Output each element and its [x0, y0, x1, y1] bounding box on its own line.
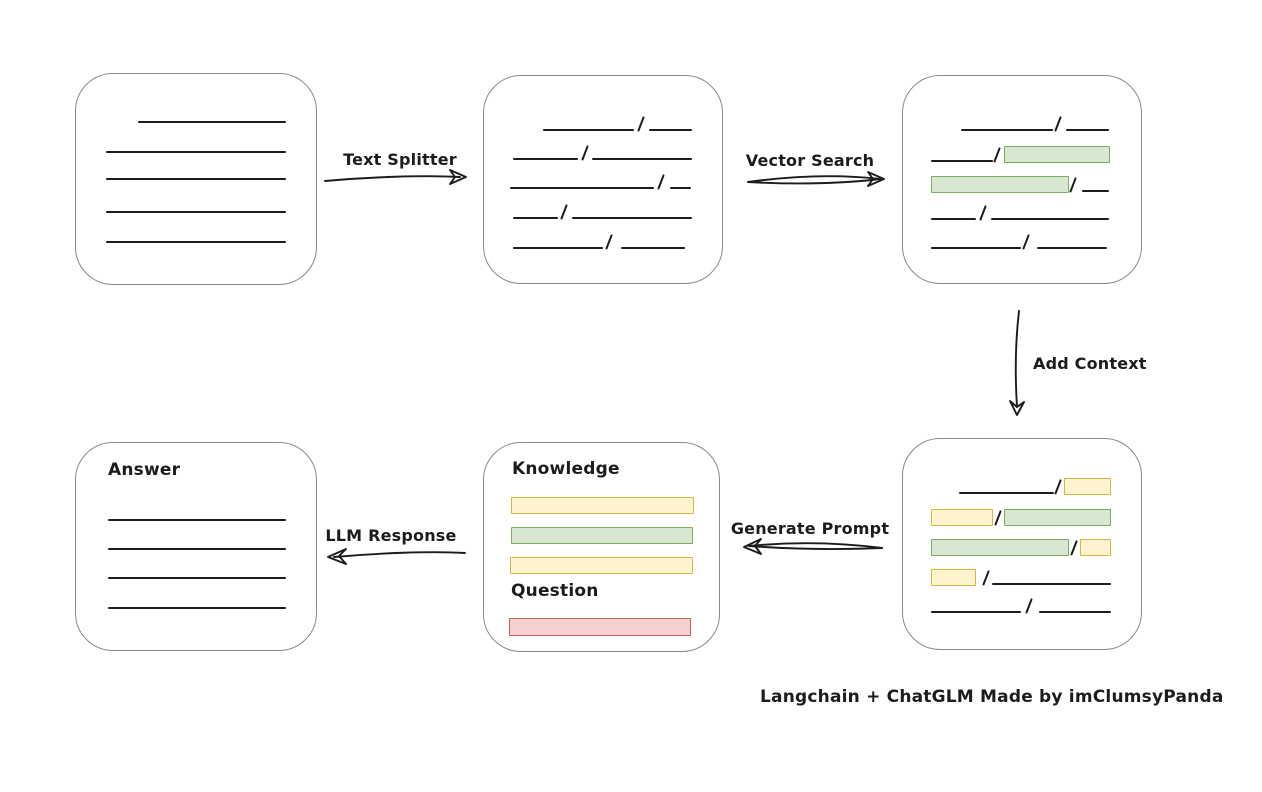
text-line	[992, 583, 1111, 585]
text-line	[108, 519, 286, 521]
text-line	[931, 218, 976, 220]
text-line	[108, 607, 286, 609]
knowledge-label: Knowledge	[512, 459, 620, 479]
text-line	[513, 158, 578, 160]
chunk-green	[1004, 146, 1110, 163]
split-mark	[1070, 540, 1078, 556]
split-mark	[605, 234, 613, 250]
text-line	[108, 577, 286, 579]
text-line	[106, 178, 286, 180]
chunk-green	[511, 527, 693, 544]
split-mark	[1054, 116, 1062, 132]
text-line	[1066, 129, 1109, 131]
split-mark	[979, 205, 987, 221]
text-line	[510, 187, 654, 189]
text-line	[572, 217, 692, 219]
split-mark	[993, 147, 1001, 163]
chunk-yellow	[931, 509, 993, 526]
split-mark	[1069, 177, 1077, 193]
text-line	[106, 151, 286, 153]
text-line	[108, 548, 286, 550]
vector-matched-box	[902, 75, 1142, 284]
document-box	[75, 73, 317, 285]
text-line	[991, 218, 1109, 220]
text-splitter-arrow	[324, 169, 467, 185]
prompt-box: Knowledge Question	[483, 442, 720, 652]
chunk-yellow	[931, 569, 976, 586]
chunk-green	[1004, 509, 1111, 526]
text-line	[931, 160, 993, 162]
text-line	[670, 187, 691, 189]
context-box	[902, 438, 1142, 650]
text-line	[931, 611, 1021, 613]
split-mark	[982, 570, 990, 586]
chunk-red	[509, 618, 691, 636]
add-context-arrow	[1009, 310, 1025, 416]
split-mark	[560, 204, 568, 220]
split-mark	[1054, 479, 1062, 495]
chunk-green	[931, 176, 1069, 193]
text-line	[1082, 190, 1109, 192]
vector-search-arrow	[747, 171, 885, 187]
text-line	[106, 211, 286, 213]
vector-search-label: Vector Search	[745, 151, 875, 170]
chunk-yellow	[1064, 478, 1111, 495]
llm-response-label: LLM Response	[325, 526, 457, 545]
text-line	[649, 129, 692, 131]
text-line	[1037, 247, 1107, 249]
text-line	[513, 217, 558, 219]
split-mark	[1022, 234, 1030, 250]
split-mark	[994, 510, 1002, 526]
generate-prompt-arrow	[743, 538, 883, 555]
text-line	[931, 247, 1021, 249]
chunk-yellow	[510, 557, 693, 574]
answer-label: Answer	[108, 460, 181, 480]
chunk-yellow	[1080, 539, 1111, 556]
text-line	[961, 129, 1053, 131]
split-text-box	[483, 75, 723, 284]
text-line	[621, 247, 685, 249]
split-mark	[657, 174, 665, 190]
text-line	[543, 129, 634, 131]
caption: Langchain + ChatGLM Made by imClumsyPand…	[760, 687, 1224, 707]
text-line	[513, 247, 603, 249]
generate-prompt-label: Generate Prompt	[730, 519, 890, 538]
text-line	[592, 158, 692, 160]
split-mark	[581, 145, 589, 161]
chunk-yellow	[511, 497, 694, 514]
text-splitter-label: Text Splitter	[343, 150, 457, 169]
llm-response-arrow	[327, 548, 466, 565]
text-line	[959, 492, 1054, 494]
answer-box: Answer	[75, 442, 317, 651]
split-mark	[1025, 598, 1033, 614]
chunk-green	[931, 539, 1069, 556]
text-line	[138, 121, 286, 123]
question-label: Question	[511, 581, 599, 601]
add-context-label: Add Context	[1033, 354, 1147, 373]
text-line	[1039, 611, 1111, 613]
text-line	[106, 241, 286, 243]
split-mark	[637, 116, 645, 132]
